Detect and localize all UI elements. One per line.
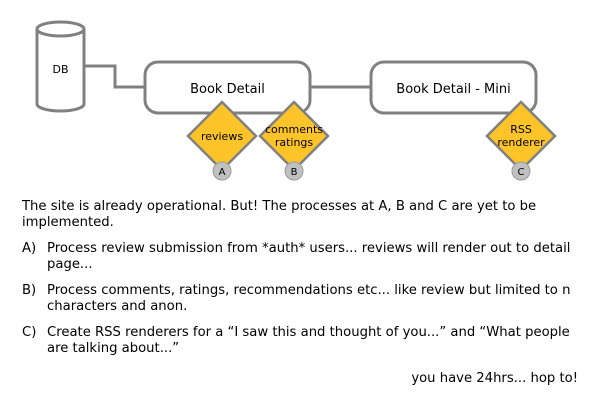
database-cylinder: DB [35, 20, 86, 113]
process-diamond-reviews: reviews [186, 100, 258, 172]
book-detail-mini-label: Book Detail - Mini [396, 82, 510, 97]
svg-text:C: C [518, 167, 525, 178]
svg-text:A: A [219, 167, 226, 178]
book-detail-label: Book Detail [190, 82, 265, 97]
list-item-label: C) [22, 325, 37, 340]
process-label-reviews: reviews [201, 130, 243, 143]
book-detail-mini-box: Book Detail - Mini [369, 60, 538, 115]
process-label-renderer: renderer [497, 136, 545, 149]
database-label: DB [52, 63, 68, 76]
process-marker-b: B [284, 161, 304, 181]
process-label-comments: comments [265, 123, 323, 136]
process-marker-c: C [511, 161, 531, 181]
intro-paragraph: The site is already operational. But! Th… [22, 199, 537, 230]
list-item-a: A) Process review submission from *auth*… [22, 241, 582, 273]
svg-text:B: B [291, 167, 298, 178]
process-marker-a: A [212, 161, 232, 181]
list-item-b: B) Process comments, ratings, recommenda… [22, 283, 582, 315]
book-detail-box: Book Detail [143, 60, 312, 115]
list-item-text: Process comments, ratings, recommendatio… [47, 283, 571, 314]
list-item-c: C) Create RSS renderers for a “I saw thi… [22, 325, 582, 357]
process-label-ratings: ratings [275, 136, 314, 149]
list-item-label: A) [22, 241, 37, 256]
process-label-rss: RSS [510, 123, 532, 136]
list-item-label: B) [22, 283, 37, 298]
list-item-text: Process review submission from *auth* us… [47, 241, 571, 272]
list-item-text: Create RSS renderers for a “I saw this a… [47, 325, 570, 356]
closing-remark: you have 24hrs... hop to! [411, 371, 578, 386]
process-diamond-rss-renderer: RSS renderer [485, 100, 557, 172]
architecture-diagram: DB Book Detail Book Detail - Mini review… [35, 20, 557, 181]
db-to-book-detail-connector [84, 64, 145, 89]
